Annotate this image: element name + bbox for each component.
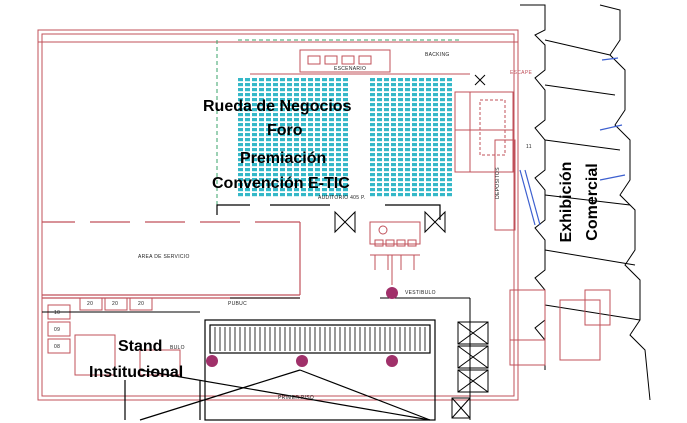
premiacion-label: Premiación — [240, 150, 327, 167]
elevator-icon — [451, 321, 489, 419]
small-rooms — [47, 297, 181, 376]
backing-label: BACKING — [425, 52, 450, 58]
vestibulo-label: VESTIBULO — [405, 290, 436, 296]
room-20a-label: 20 — [87, 301, 94, 307]
institucional-label: Institucional — [89, 364, 184, 381]
convencion-etic-label: Convención E-TIC — [212, 175, 350, 192]
exhibition-lines — [519, 57, 626, 226]
door-swing-icon — [334, 74, 486, 234]
pubuc-label: PUBUC — [228, 301, 248, 307]
comercial-label: Comercial — [584, 163, 601, 241]
bulo-label: BULO — [170, 345, 185, 351]
stand-label: Stand — [118, 338, 163, 355]
auditorium-boundary — [216, 204, 441, 220]
room-11-label: 11 — [526, 144, 532, 150]
primer-piso-label: PRIMER PISO — [278, 395, 315, 401]
right-rooms — [509, 289, 611, 366]
escape-label: ESCAPE — [510, 70, 533, 76]
stage — [250, 49, 470, 75]
room-20b-label: 20 — [112, 301, 119, 307]
exhibicion-label: Exhibición — [558, 161, 575, 243]
podium — [369, 221, 421, 285]
depositos-label: DEPOSITOS — [494, 167, 501, 199]
outer-walls — [37, 29, 519, 401]
column-node-icon — [206, 287, 398, 367]
escenario-label: ESCENARIO — [334, 66, 367, 72]
stage-guide — [216, 39, 460, 215]
auditorium-seats — [238, 78, 452, 197]
service-wall — [42, 221, 301, 299]
auditorio-label: AUDITORIO 405 P. — [318, 195, 366, 201]
lower-wall — [42, 297, 471, 420]
auditorium-side — [454, 91, 516, 231]
area-servicio-label: AREA DE SERVICIO — [138, 254, 190, 260]
foro-label: Foro — [267, 122, 303, 139]
room-20c-label: 20 — [138, 301, 145, 307]
room-08-label: 08 — [54, 344, 61, 350]
room-09-label: 09 — [54, 327, 61, 333]
rueda-de-negocios-label: Rueda de Negocios — [203, 98, 352, 115]
room-10-label: 10 — [54, 310, 61, 316]
stair-icon — [124, 319, 436, 421]
